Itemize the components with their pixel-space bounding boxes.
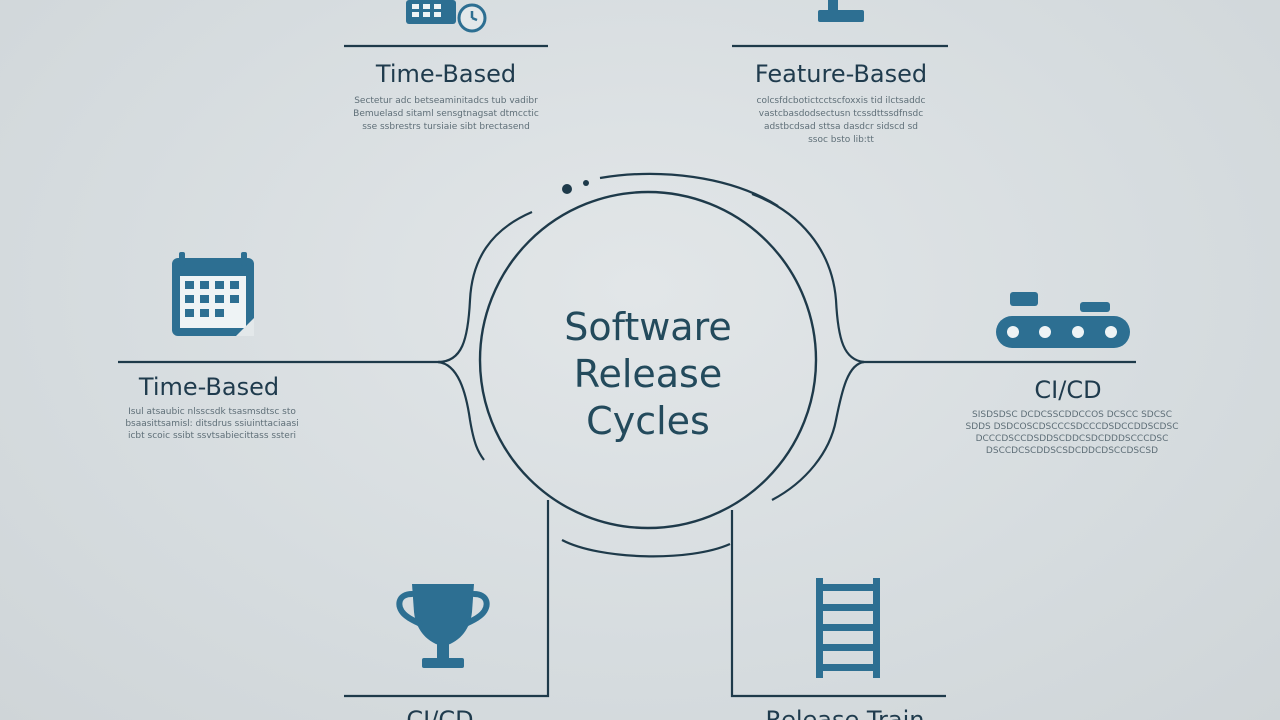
node-desc-line: Sectetur adc betseaminitadcs tub vadibr xyxy=(354,96,538,106)
node-desc-line: SDDS DSDCOSCDSCCCSDCCCDSDCCDDSCDSC xyxy=(965,422,1178,432)
node-desc-line: Bemuelasd sitaml sensgtnagsat dtmcctic xyxy=(353,109,539,119)
left-connector-curve xyxy=(437,210,533,364)
node-left: Time-Based Isul atsaubic nlsscsdk tsasms… xyxy=(125,252,299,441)
node-desc-line: icbt scoic ssibt ssvtsabiecittass ssteri xyxy=(128,431,296,441)
server-stack-icon xyxy=(818,0,864,22)
center-title-line-1: Software xyxy=(564,305,732,349)
ladder-icon xyxy=(816,578,880,678)
right-connector-curve xyxy=(751,192,865,364)
node-title: Time-Based xyxy=(375,60,516,88)
node-title: CI/CD xyxy=(406,706,473,720)
node-desc-line: ssoc bsto lib:tt xyxy=(808,135,874,145)
calendar-icon xyxy=(172,252,254,336)
node-desc-line: SISDSDSC DCDCSSCDDCCOS DCSCC SDCSC xyxy=(972,410,1172,420)
decor-dot-small xyxy=(583,180,589,186)
left-connector-curve-lower xyxy=(437,360,485,461)
node-right: CI/CD SISDSDSC DCDCSSCDDCCOS DCSCC SDCSC… xyxy=(965,292,1179,456)
outer-arc-top xyxy=(599,172,779,207)
bottom-arc xyxy=(561,539,731,558)
center-circle xyxy=(478,190,818,530)
node-desc-line: Isul atsaubic nlsscsdk tsasmsdtsc sto xyxy=(128,407,296,417)
center-title-line-2: Release xyxy=(574,352,722,396)
bottom-left-connector xyxy=(344,500,550,698)
node-desc-line: vastcbasdodsectusn tcssdttssdfnsdc xyxy=(759,109,924,119)
node-top-right: Feature-Based colcsfdcbotictcctscfoxxis … xyxy=(755,0,927,145)
conveyor-pipeline-icon xyxy=(996,292,1130,348)
node-desc-line: sse ssbrestrs tursiaie sibt brectasend xyxy=(362,122,530,132)
node-desc-line: colcsfdcbotictcctscfoxxis tid ilctsaddc xyxy=(757,96,926,106)
node-title: Time-Based xyxy=(138,373,279,401)
node-desc-line: DCCCDSCCDSDDSCDDCSDCDDDSCCCDSC xyxy=(976,434,1169,444)
node-title: Release Train xyxy=(766,706,925,720)
node-top-left: Time-Based Sectetur adc betseaminitadcs … xyxy=(353,0,539,132)
bottom-right-connector xyxy=(730,510,946,698)
center-title-line-3: Cycles xyxy=(586,399,710,443)
center-node: Software Release Cycles xyxy=(478,190,818,530)
node-desc-line: adstbcdsad sttsa dasdcr sidscd sd xyxy=(764,122,918,132)
connectors xyxy=(118,44,1136,698)
node-title: Feature-Based xyxy=(755,60,927,88)
node-bottom-right: Release Train xyxy=(766,578,925,720)
trophy-icon xyxy=(396,584,490,668)
node-title: CI/CD xyxy=(1034,376,1101,404)
right-connector-curve-lower xyxy=(771,360,865,501)
node-bottom-left: CI/CD xyxy=(396,584,490,720)
decor-dot-large xyxy=(562,184,572,194)
node-desc-line: DSCCDCSCDDSCSDCDDCDSCCDSCSD xyxy=(986,446,1158,456)
node-desc-line: bsaasittsamisl: ditsdrus ssiuinttaciaasi xyxy=(125,419,298,429)
calendar-clock-icon xyxy=(406,0,487,33)
